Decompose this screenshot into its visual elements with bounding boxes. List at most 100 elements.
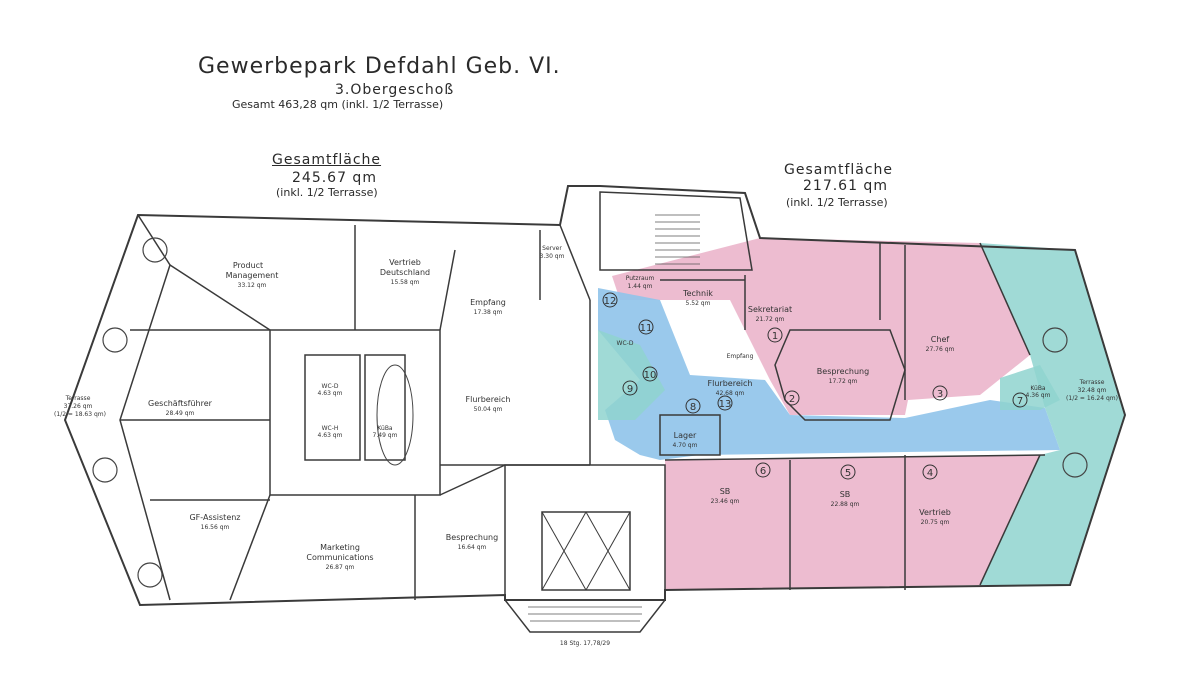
svg-text:12: 12 [604,296,617,307]
room-name: Technik [682,289,713,298]
teal-terrace-right [980,243,1125,585]
stair-note: 18 Stg. 17,78/29 [560,640,610,647]
room-area: 16.56 qm [201,524,230,531]
room-name: SB [720,487,731,496]
room-area: 4.63 qm [318,390,343,397]
room-area: 27.76 qm [926,346,955,353]
svg-text:8: 8 [690,402,696,413]
room-area: 28.49 qm [166,410,195,417]
room-area: 4.70 qm [673,442,698,449]
room-number-markers: 1 2 3 4 5 6 7 8 9 10 11 12 13 [602,292,1028,480]
room-area: 7.49 qm [373,432,398,439]
room-area: 1.44 qm [628,283,653,290]
teal-kueba [1000,365,1060,410]
room-name: KüBa [1030,385,1046,392]
svg-text:3: 3 [937,389,943,400]
room-name: Server [542,245,562,252]
room-area: 50.04 qm [474,406,503,413]
room-number-13: 13 [717,395,733,411]
left-area-heading: Gesamtfläche [272,152,382,168]
room-number-3: 3 [932,385,948,401]
room-name: Vertrieb [919,508,951,517]
room-name: GF-Assistenz [189,513,240,522]
room-area: 3.30 qm [540,253,565,260]
blue-corridor [598,288,1060,460]
svg-text:10: 10 [644,370,657,381]
right-area-value: 217.61 qm [803,178,888,194]
room-name: Sekretariat [748,305,792,314]
svg-text:5: 5 [845,468,851,479]
room-name: Geschäftsführer [148,399,213,408]
left-walls [120,224,591,601]
room-area: 21.72 qm [756,316,785,323]
terrace-tables-right [1042,327,1088,478]
room-name: Management [226,271,279,280]
room-name: Besprechung [817,367,869,376]
room-name: Chef [931,335,950,344]
room-area: 17.72 qm [829,378,858,385]
svg-text:6: 6 [760,466,766,477]
room-name: Flurbereich [466,395,511,404]
room-name: WC-H [322,425,339,432]
room-number-9: 9 [622,380,638,396]
svg-text:1: 1 [772,331,778,342]
stair-north [599,191,753,271]
room-name: Lager [674,431,697,440]
stair-steps [655,214,700,265]
room-number-2: 2 [784,390,800,406]
room-name: Vertrieb [389,258,421,267]
room-number-11: 11 [638,319,654,335]
room-area: 20.75 qm [921,519,950,526]
plan-title: Gewerbepark Defdahl Geb. VI. [198,54,561,79]
room-name: Product [233,261,263,270]
room-name: SB [840,490,851,499]
room-name: Deutschland [380,268,430,277]
pink-zone-south [665,455,1040,590]
terrace-tables-left [92,237,168,588]
room-area: 5.52 qm [686,300,711,307]
room-number-5: 5 [840,464,856,480]
room-name: Marketing [320,543,360,552]
right-area-heading: Gesamtfläche [784,162,894,178]
room-name: Empfang [727,353,754,360]
room-number-1: 1 [767,327,783,343]
total-area-label: Gesamt 463,28 qm (inkl. 1/2 Terrasse) [232,98,444,111]
left-terrace-line [119,214,171,601]
room-area: 17.38 qm [474,309,503,316]
right-walls [659,242,1046,590]
right-area-note: (inkl. 1/2 Terrasse) [786,196,888,209]
elevator-cross-b [541,511,587,591]
room-name: KüBa [377,425,393,432]
room-area: 33.12 qm [238,282,267,289]
room-name: Communications [306,553,373,562]
meeting-table [376,364,414,466]
room-name: Flurbereich [708,379,753,388]
svg-text:11: 11 [640,323,653,334]
room-number-6: 6 [755,462,771,478]
room-name: Empfang [470,298,506,307]
pink-zone-north [612,238,1030,415]
svg-text:13: 13 [719,399,732,410]
left-area-value: 245.67 qm [292,170,377,186]
room-area: (1/2 = 18.63 qm) [54,411,106,418]
room-name: Putzraum [626,275,655,282]
room-number-7: 7 [1012,392,1028,408]
room-area: 23.46 qm [711,498,740,505]
svg-text:7: 7 [1017,396,1023,407]
room-area: 22.88 qm [831,501,860,508]
room-area: (1/2 = 16.24 qm) [1066,395,1118,402]
room-number-12: 12 [602,292,618,308]
room-number-8: 8 [685,398,701,414]
room-area: 4.36 qm [1026,392,1051,399]
left-area-note: (inkl. 1/2 Terrasse) [276,186,378,199]
room-number-4: 4 [922,464,938,480]
room-name: Terrasse [65,395,91,402]
room-area: 15.58 qm [391,279,420,286]
room-number-10: 10 [642,366,658,382]
room-name: WC-D [617,340,634,347]
room-name: WC-D [322,383,339,390]
elevator-shaft [541,511,631,591]
room-name: Terrasse [1079,379,1105,386]
teal-wc [598,330,665,420]
elevator-cross-d [585,511,631,591]
